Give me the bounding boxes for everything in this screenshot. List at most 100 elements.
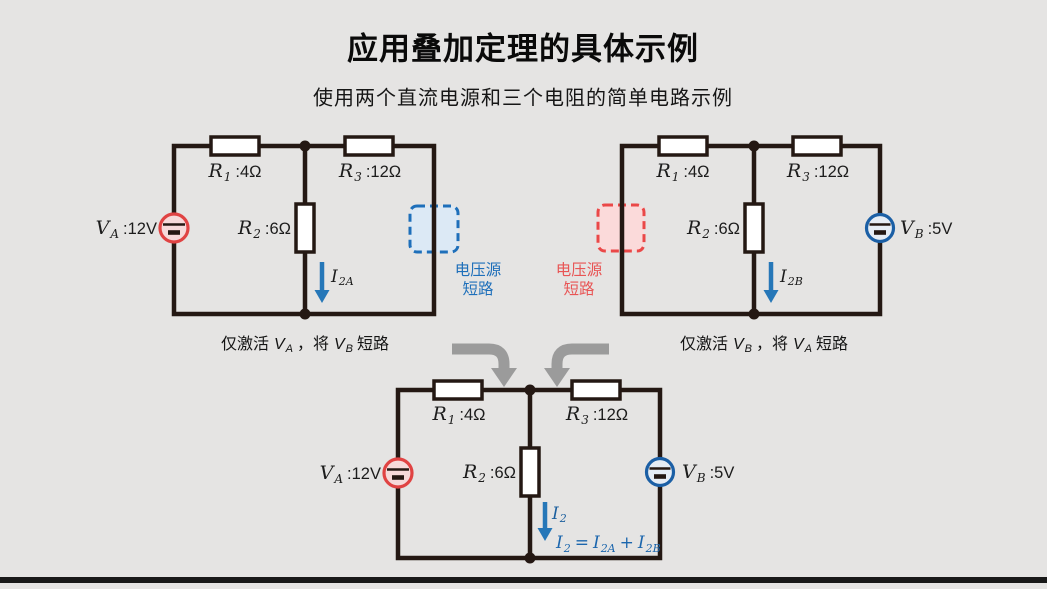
r3-value: :12Ω	[813, 163, 850, 181]
r1-value: :4Ω	[683, 163, 710, 181]
eq-i2-sub: 2	[563, 542, 571, 555]
circuit-a	[158, 135, 460, 320]
short-note-red: 电压源短路	[556, 261, 603, 299]
resistor-r2-b	[743, 202, 765, 254]
i2a-symbol: I	[331, 267, 338, 287]
va-value-label-sum: VA:12V	[320, 462, 381, 486]
eq-i2b: I	[637, 533, 645, 553]
i2b-subscript: 2B	[787, 275, 803, 288]
resistor-r1-b	[657, 135, 709, 157]
eq-i2: I	[556, 533, 563, 553]
caption-b-post: 短路	[816, 336, 849, 353]
va-value: :12V	[123, 220, 157, 238]
r2-subscript: 2	[253, 227, 261, 241]
r1-value: :4Ω	[235, 163, 262, 181]
r3-value-label-sum: R3:12Ω	[565, 403, 629, 427]
current-label-i2b: I2B	[780, 267, 803, 288]
i2-subscript: 2	[559, 512, 567, 525]
r3-subscript: 3	[354, 170, 362, 184]
caption-a-post: 短路	[357, 336, 390, 353]
page-subtitle: 使用两个直流电源和三个电阻的简单电路示例	[313, 87, 733, 110]
eq-equals: =	[574, 533, 589, 553]
resistor-r2-sum	[519, 446, 541, 498]
bottom-frame-bar	[0, 577, 1047, 583]
r1-subscript: 1	[447, 413, 456, 427]
resistor-r2-a	[294, 202, 316, 254]
r2-value: :6Ω	[264, 220, 291, 238]
r1-value: :4Ω	[459, 406, 486, 424]
r2-subscript: 2	[702, 227, 710, 241]
resistor-r3-a	[343, 135, 395, 157]
eq-plus: +	[619, 533, 634, 553]
short-note-red-line2: 短路	[563, 281, 595, 298]
r3-symbol: R	[338, 160, 354, 182]
short-note-blue-line2: 短路	[462, 281, 494, 298]
current-label-i2: I2	[552, 504, 567, 525]
eq-i2a: I	[592, 533, 600, 553]
r3-symbol: R	[786, 160, 802, 182]
page-title: 应用叠加定理的具体示例	[347, 31, 699, 67]
va-subscript: A	[110, 227, 120, 241]
merge-arrow-left	[452, 343, 510, 370]
node-dot	[748, 140, 760, 152]
caption-a-v2: V	[334, 336, 345, 353]
i2a-subscript: 2A	[338, 275, 354, 288]
r3-subscript: 3	[581, 413, 589, 427]
caption-a-v2-sub: B	[345, 343, 354, 355]
resistor-r1-a	[209, 135, 261, 157]
r2-symbol: R	[237, 217, 253, 239]
vb-subscript: B	[696, 471, 706, 485]
r1-value-label-b: R1:4Ω	[656, 160, 710, 184]
resistor-r1-sum	[432, 379, 484, 401]
merge-arrows	[452, 343, 609, 387]
r3-value: :12Ω	[592, 406, 629, 424]
r1-value-label-a: R1:4Ω	[208, 160, 262, 184]
short-note-blue: 电压源短路	[455, 261, 502, 299]
caption-b-v2: V	[793, 336, 804, 353]
circuit-b	[596, 135, 896, 320]
vb-value: :5V	[927, 220, 953, 238]
r1-subscript: 1	[671, 170, 680, 184]
vb-value-label-b: VB:5V	[900, 217, 953, 241]
node-dot	[299, 308, 311, 320]
vb-value-label-sum: VB:5V	[682, 461, 734, 485]
r2-value-label-sum: R2:6Ω	[462, 461, 516, 485]
resistor-r3-sum	[570, 379, 622, 401]
current-label-i2a: I2A	[331, 267, 354, 288]
short-note-blue-line1: 电压源	[454, 262, 502, 279]
merge-arrow-right	[551, 343, 609, 370]
caption-b-v2-sub: A	[804, 343, 813, 355]
r2-subscript: 2	[478, 471, 486, 485]
eq-i2a-sub: 2A	[600, 542, 616, 555]
node-dot	[748, 308, 760, 320]
r3-value-label-b: R3:12Ω	[786, 160, 850, 184]
merge-arrow-right-head	[544, 368, 570, 387]
current-arrow-i2a	[314, 262, 330, 303]
caption-a-v1: V	[273, 336, 285, 353]
caption-b-pre: 仅激活	[679, 336, 728, 353]
r3-value: :12Ω	[365, 163, 402, 181]
r1-value-label-sum: R1:4Ω	[432, 403, 486, 427]
eq-i2b-sub: 2B	[645, 542, 661, 555]
resistor-r3-b	[791, 135, 843, 157]
vb-symbol: V	[682, 461, 696, 483]
r3-value-label-a: R3:12Ω	[338, 160, 402, 184]
node-dot	[524, 384, 536, 396]
va-value-label-a: VA:12V	[95, 217, 157, 241]
r2-symbol: R	[462, 461, 478, 483]
node-dot	[524, 552, 536, 564]
r3-symbol: R	[565, 403, 581, 425]
voltage-source-va-sum-icon	[382, 457, 414, 489]
caption-b-mid: ，将	[755, 336, 789, 353]
vb-subscript: B	[914, 227, 924, 241]
caption-b-v1: V	[732, 336, 744, 353]
va-symbol: V	[95, 217, 110, 239]
r2-symbol: R	[686, 217, 702, 239]
r1-subscript: 1	[223, 170, 232, 184]
r1-symbol: R	[432, 403, 447, 425]
i2b-symbol: I	[780, 267, 787, 287]
